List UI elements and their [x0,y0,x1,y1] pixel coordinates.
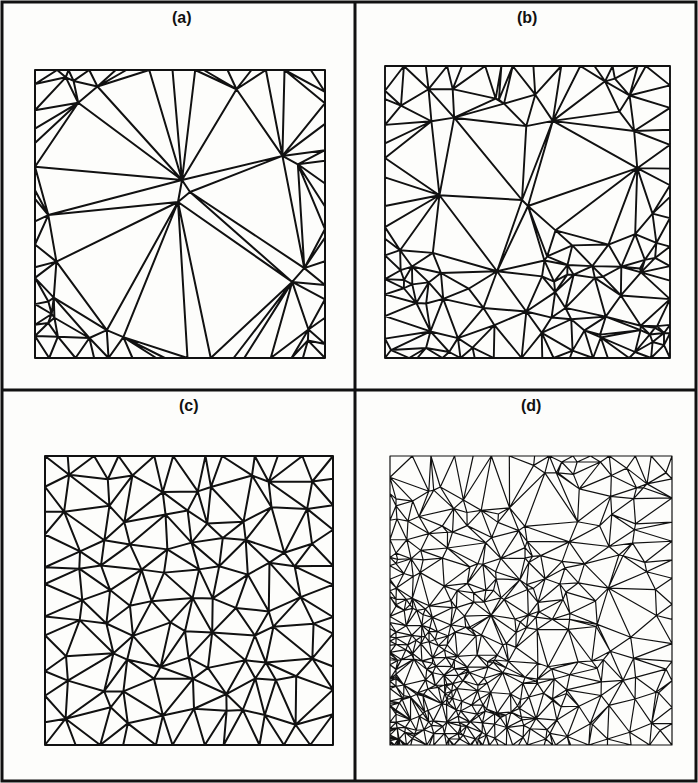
panel-label: (d) [519,397,543,415]
triangle-mesh [45,456,333,745]
triangle-mesh [390,456,672,745]
panel-label: (a) [170,9,194,27]
panel-label: (b) [515,9,539,27]
triangle-mesh [35,70,325,358]
triangle-mesh [385,66,670,358]
meshes [35,66,672,745]
panel-divider [2,389,696,392]
panel-label: (c) [177,397,201,415]
